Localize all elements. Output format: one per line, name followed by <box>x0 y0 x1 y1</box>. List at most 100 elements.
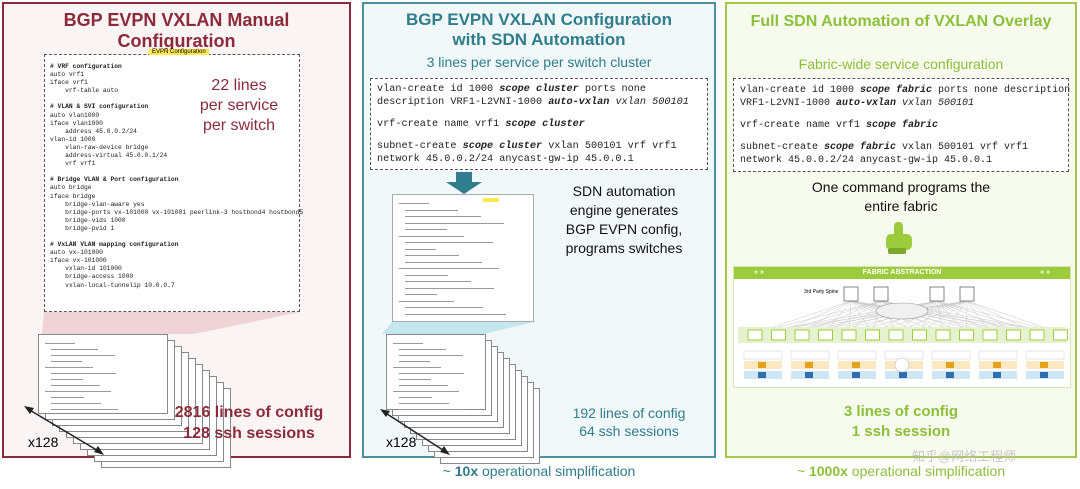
vm-icon <box>758 362 766 368</box>
page-text-line <box>399 397 432 398</box>
cli-text: vrf-create name vrf1 <box>740 120 867 131</box>
config-line: iface bridge <box>50 192 96 200</box>
leaf-switch-icon <box>982 329 998 341</box>
leaf-switch-icon <box>935 329 951 341</box>
page-text-line <box>399 403 449 404</box>
cli-keyword: auto-vxlan <box>836 98 897 109</box>
panel2-title-line: BGP EVPN VXLAN Configuration <box>405 10 673 29</box>
summary-lines: 3 lines of config <box>843 403 959 420</box>
stacked-config-page <box>38 334 168 414</box>
config-line: address 45.0.0.2/24 <box>50 127 137 135</box>
page-text-line <box>45 391 111 392</box>
summary-sessions: 64 ssh sessions <box>579 423 679 439</box>
lines-per-switch-note: 22 lines per service per switch <box>184 76 294 136</box>
config-line: vlan-id 1000 <box>50 135 96 143</box>
config-line: iface vx-101000 <box>50 257 107 265</box>
cli-text: vxlan 500101 vrf vrf1 <box>896 142 1029 153</box>
page-text-line <box>51 355 115 356</box>
host-label-box <box>837 350 877 360</box>
spine-switch-icon <box>873 286 889 302</box>
sdn-cli-box: vlan-create id 1000 scope cluster ports … <box>370 78 708 170</box>
zoom-wedge <box>382 322 534 334</box>
third-party-spine-label: 3rd Party Spine <box>804 289 839 295</box>
lines-note-line: 22 lines <box>211 77 267 94</box>
cli-italic: vxlan 500101 <box>609 97 689 108</box>
page-text-line <box>51 397 84 398</box>
panel1-summary: 2816 lines of config 128 ssh sessions <box>154 402 344 444</box>
fabric-topology <box>738 286 1068 379</box>
leaf-switch-icon <box>771 329 786 341</box>
host-label-box <box>884 350 924 360</box>
spine-switch-icon <box>929 286 945 302</box>
page-text-line <box>405 216 481 217</box>
generated-config-page <box>392 194 534 322</box>
vm-icon <box>852 372 860 378</box>
config-line: vrf vrf1 <box>50 160 96 168</box>
cli-text: vlan-create id 1000 <box>377 84 500 95</box>
pointing-hand-icon <box>886 222 912 254</box>
config-line: bridge-access 1000 <box>50 273 134 281</box>
config-line: bridge-pvid 1 <box>50 224 115 232</box>
cli-text: vlan-create id 1000 <box>740 85 861 96</box>
watermark: 知乎@网络工程师 <box>912 449 1017 464</box>
engine-note-line: programs switches <box>565 240 683 256</box>
panel3-title: Full SDN Automation of VXLAN Overlay <box>750 13 1052 30</box>
vm-icon <box>805 372 813 378</box>
cli-text: ports none <box>578 84 647 95</box>
page-highlight-tag <box>483 198 499 202</box>
leaf-switch-icon <box>959 329 974 341</box>
page-text-line <box>405 274 448 276</box>
cli-keyword: scope fabric <box>860 85 933 96</box>
page-text-line <box>51 373 116 374</box>
config-line: vxlan-local-tunnelip 10.0.0.7 <box>50 281 175 289</box>
page-text-line <box>405 242 493 243</box>
page-text-line <box>399 300 454 302</box>
vm-icon <box>805 362 813 368</box>
config-line: auto vx-101000 <box>50 249 103 257</box>
cli-keyword: auto-vxlan <box>548 97 610 108</box>
page-text-line <box>405 229 447 230</box>
one-command-line: One command programs the <box>811 179 991 195</box>
page-text-line <box>51 349 98 350</box>
leaf-switch-icon <box>865 329 880 341</box>
config-line: bridge-vids 1000 <box>50 216 126 224</box>
chevrons-icon: « » <box>1040 269 1050 276</box>
page-text-line <box>405 209 458 211</box>
page-text-line <box>399 235 464 237</box>
cli-text: subnet-create <box>377 141 463 152</box>
page-text-line <box>405 255 459 256</box>
fabric-diagram: « » FABRIC ABSTRACTION « » 3rd Party Spi… <box>733 266 1071 388</box>
footer-text: operational simplification <box>847 463 1006 479</box>
stacked-config-page <box>386 334 486 410</box>
panel2-title-line: with SDN Automation <box>452 30 626 49</box>
multiplier-label: x128 <box>386 434 417 450</box>
config-line: address-virtual 45.0.0.1/24 <box>50 152 168 160</box>
page-text-line <box>399 361 430 362</box>
footer-10x: ~ 10x operational simplification <box>362 463 716 479</box>
fabric-banner: « » FABRIC ABSTRACTION « » <box>734 267 1070 279</box>
page-text-line <box>405 281 471 282</box>
fabric-banner-text: FABRIC ABSTRACTION <box>862 269 942 276</box>
page-text-line <box>405 307 483 308</box>
spine-switch-icon <box>959 286 975 302</box>
cli-text: network 45.0.0.2/24 anycast-gw-ip 45.0.0… <box>740 155 993 166</box>
fabric-cli-box: vlan-create id 1000 scope fabric ports n… <box>733 78 1070 172</box>
vm-icon <box>758 372 766 378</box>
page-text-line <box>399 409 466 410</box>
vm-icon <box>852 362 860 368</box>
config-line: auto bridge <box>50 184 92 192</box>
config-line: vrf-table auto <box>50 87 119 95</box>
page-text-line <box>393 343 423 344</box>
cli-keyword: scope fabric <box>824 142 897 153</box>
vm-icon <box>899 372 907 378</box>
core-cloud-icon <box>875 302 929 320</box>
lines-note-line: per service <box>199 97 279 114</box>
vm-icon <box>946 362 954 368</box>
page-text-line <box>399 373 464 374</box>
page-text-line <box>393 391 459 392</box>
config-line: bridge-ports vx-101000 vx-101001 peerlin… <box>50 208 304 216</box>
page-text-line <box>51 379 83 380</box>
page-text-line <box>45 343 75 344</box>
